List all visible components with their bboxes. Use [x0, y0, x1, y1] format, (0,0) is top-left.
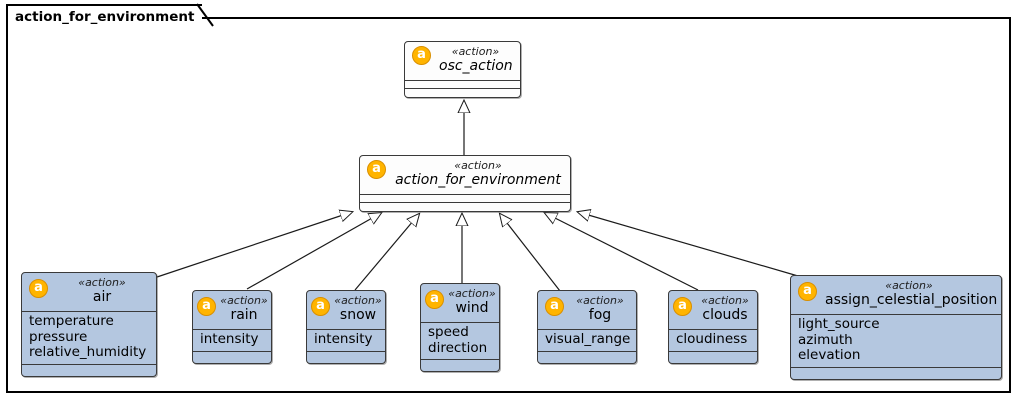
class-methods: [669, 352, 757, 363]
class-name: action_for_environment: [395, 172, 561, 188]
action-icon: a: [798, 282, 817, 301]
class-assign-celestial-position[interactable]: a «action» assign_celestial_position lig…: [790, 275, 1002, 380]
class-attributes: temperature pressure relative_humidity: [22, 312, 156, 365]
attribute: azimuth: [798, 331, 853, 348]
class-action-for-environment[interactable]: a «action» action_for_environment: [359, 155, 571, 212]
package-label: action_for_environment: [15, 9, 195, 25]
class-attributes: light_source azimuth elevation: [791, 315, 1001, 368]
class-name: osc_action: [439, 58, 513, 74]
class-header: a «action» clouds: [669, 291, 757, 330]
class-methods: [791, 368, 1001, 379]
class-stereotype: «action»: [701, 294, 749, 307]
class-methods: [538, 352, 636, 363]
class-osc-action[interactable]: a «action» osc_action: [404, 41, 521, 98]
attribute: light_source: [798, 316, 880, 332]
class-stereotype: «action»: [454, 159, 502, 172]
class-attributes: visual_range: [538, 330, 636, 352]
attribute: cloudiness: [676, 331, 748, 347]
class-attributes: speed direction: [421, 323, 499, 360]
action-icon: a: [425, 290, 444, 309]
action-icon: a: [367, 160, 386, 179]
attribute: intensity: [314, 331, 373, 347]
attribute: speed: [428, 324, 469, 340]
class-snow[interactable]: a «action» snow intensity: [306, 290, 386, 364]
action-icon: a: [412, 46, 431, 65]
class-stereotype: «action»: [334, 294, 382, 307]
class-name: fog: [588, 307, 612, 323]
class-header: a «action» wind: [421, 284, 499, 323]
action-icon: a: [545, 297, 564, 316]
attribute: pressure: [29, 328, 88, 345]
class-name: air: [92, 289, 112, 305]
class-stereotype: «action»: [451, 45, 500, 58]
class-header: a «action» rain: [193, 291, 271, 330]
class-methods: [22, 365, 156, 376]
class-header: a «action» osc_action: [405, 42, 520, 81]
class-header: a «action» snow: [307, 291, 385, 330]
class-name: assign_celestial_position: [825, 292, 998, 308]
class-fog[interactable]: a «action» fog visual_range: [537, 290, 637, 364]
attribute: visual_range: [545, 331, 631, 347]
class-attributes: [405, 81, 520, 89]
class-wind[interactable]: a «action» wind speed direction: [420, 283, 500, 372]
class-methods: [307, 352, 385, 363]
package-tab: action_for_environment: [6, 4, 203, 26]
class-stereotype: «action»: [448, 287, 496, 300]
package-tab-slant: [196, 3, 214, 27]
attribute: intensity: [200, 331, 259, 347]
action-icon: a: [29, 279, 48, 298]
class-name: wind: [455, 300, 489, 316]
action-icon: a: [197, 297, 216, 316]
class-name: snow: [339, 307, 377, 323]
class-attributes: [360, 195, 570, 203]
class-header: a «action» action_for_environment: [360, 156, 570, 195]
class-header: a «action» air: [22, 273, 156, 312]
class-attributes: intensity: [193, 330, 271, 352]
attribute: temperature: [29, 313, 114, 329]
package-frame: [6, 17, 1011, 393]
class-clouds[interactable]: a «action» clouds cloudiness: [668, 290, 758, 364]
class-stereotype: «action»: [885, 279, 933, 292]
attribute: relative_humidity: [29, 344, 147, 360]
attribute: elevation: [798, 347, 861, 363]
class-header: a «action» assign_celestial_position: [791, 276, 1001, 315]
class-stereotype: «action»: [78, 276, 126, 289]
class-methods: [360, 203, 570, 211]
class-header: a «action» fog: [538, 291, 636, 330]
attribute: direction: [428, 339, 488, 356]
class-stereotype: «action»: [576, 294, 624, 307]
class-methods: [193, 352, 271, 363]
class-attributes: intensity: [307, 330, 385, 352]
class-rain[interactable]: a «action» rain intensity: [192, 290, 272, 364]
action-icon: a: [311, 297, 330, 316]
class-methods: [421, 360, 499, 371]
class-name: rain: [230, 307, 258, 323]
class-air[interactable]: a «action» air temperature pressure rela…: [21, 272, 157, 377]
class-stereotype: «action»: [220, 294, 268, 307]
class-name: clouds: [702, 307, 748, 323]
class-methods: [405, 89, 520, 97]
class-attributes: cloudiness: [669, 330, 757, 352]
action-icon: a: [673, 297, 692, 316]
